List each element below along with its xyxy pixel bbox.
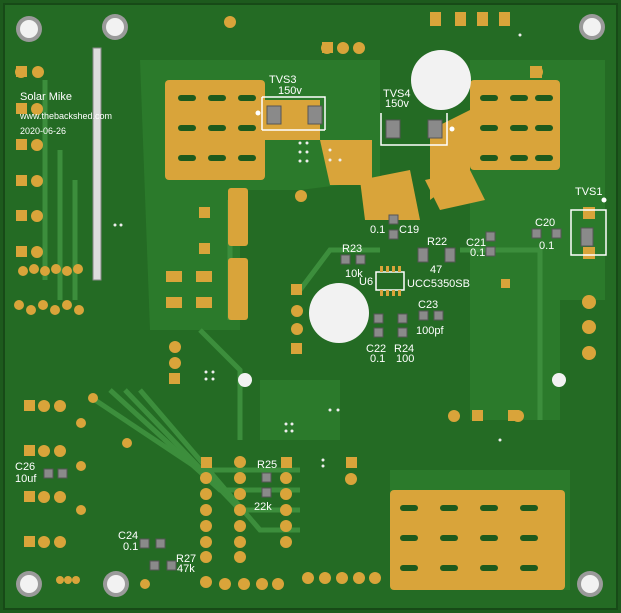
c24-value: 0.1: [123, 541, 138, 553]
mount-hole-top-right: [583, 18, 601, 36]
pad-slots: [178, 95, 553, 571]
c19-value: 0.1: [370, 224, 385, 236]
silkscreen-text: Solar Mike www.thebackshed.com 2020-06-2…: [15, 74, 603, 575]
u6-part: UCC5350SB: [407, 278, 470, 290]
author-label: Solar Mike: [20, 91, 72, 103]
silkscreen-bar: [92, 47, 102, 281]
pad-bottom-right: [390, 490, 565, 590]
vias: [113, 33, 522, 468]
tvs1-label: TVS1: [575, 186, 603, 198]
mount-hole-bottom-left: [20, 575, 38, 593]
c26-label: C26: [15, 461, 35, 473]
ic-u6: [375, 266, 405, 296]
date-label: 2020-06-26: [20, 126, 66, 136]
mount-hole-bottom-right: [581, 575, 599, 593]
tvs4-label: TVS4: [383, 88, 411, 100]
smd-components: [43, 105, 594, 571]
small-hole-right: [552, 373, 566, 387]
r22-label: R22: [427, 236, 447, 248]
r24-label: R24: [394, 343, 414, 355]
tvs4-pad-a: [385, 119, 401, 139]
r22-value: 47: [430, 264, 442, 276]
square-pads: [16, 12, 595, 547]
c21-label: C21: [466, 237, 486, 249]
c20-label: C20: [535, 217, 555, 229]
r23-label: R23: [342, 243, 362, 255]
r27-label: R27: [176, 553, 196, 565]
pad-center-left: [320, 140, 372, 185]
mounting-holes: [16, 14, 605, 597]
c19-label: C19: [399, 224, 419, 236]
pad-left-upper: [228, 188, 248, 246]
pad-left-lower: [228, 258, 248, 320]
c21-value: 0.1: [470, 247, 485, 259]
tvs3-label: TVS3: [269, 74, 297, 86]
r24-value: 100: [396, 353, 414, 365]
mount-hole-bottom-mid: [107, 575, 125, 593]
c20-value: 0.1: [539, 240, 554, 252]
tvs3-pad-b: [307, 105, 323, 125]
large-hole-top: [411, 50, 471, 110]
u6-label: U6: [359, 276, 373, 288]
tvs3-value: 150v: [278, 85, 302, 97]
c23-label: C23: [418, 299, 438, 311]
tvs4-pad-b: [427, 119, 443, 139]
r25-label: R25: [257, 459, 277, 471]
silkscreen-outlines: [261, 96, 607, 256]
polarity-dots: [255, 110, 607, 203]
tvs3-pad-a: [266, 105, 282, 125]
c24-label: C24: [118, 530, 138, 542]
small-hole-left: [238, 373, 252, 387]
r25-value: 22k: [254, 501, 272, 513]
mount-hole-top-mid: [106, 18, 124, 36]
c22-value: 0.1: [370, 353, 385, 365]
mount-hole-top-left: [20, 20, 38, 38]
tvs4-value: 150v: [385, 98, 409, 110]
pad-center: [360, 170, 420, 220]
c23-value: 100pf: [416, 325, 444, 337]
r23-value: 10k: [345, 268, 363, 280]
website-label: www.thebackshed.com: [19, 111, 112, 121]
r27-value: 47k: [177, 563, 195, 575]
c22-label: C22: [366, 343, 386, 355]
large-hole-center: [309, 283, 369, 343]
c26-value: 10uf: [15, 473, 37, 485]
copper-region-center: [260, 380, 340, 440]
